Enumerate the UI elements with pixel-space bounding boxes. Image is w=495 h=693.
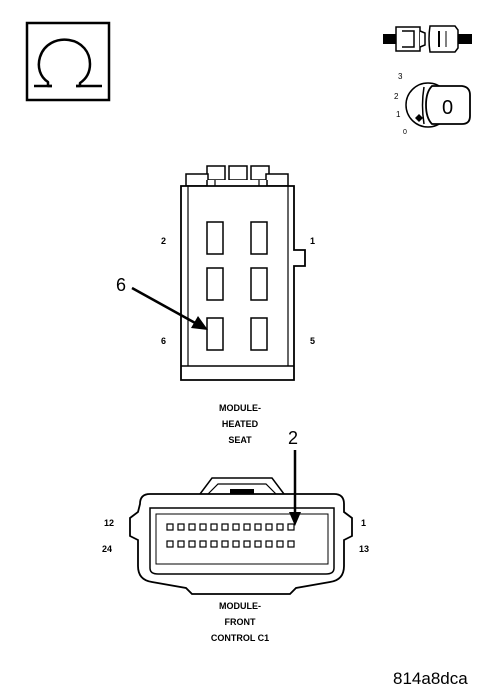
figure-id: 814a8dca [393, 669, 468, 688]
pin-cavity [250, 267, 268, 301]
pin-cavity [276, 523, 284, 531]
pin-label-13: 13 [359, 544, 369, 554]
pin-cavity [243, 540, 251, 548]
pin-cavity [250, 317, 268, 351]
pin-cavity [265, 540, 273, 548]
connector-caption-line3: CONTROL C1 [211, 633, 269, 643]
front-control-connector: 12 1 24 13 2 MODULE- FRONT CONTROL C1 [102, 428, 369, 643]
pin-label-5: 5 [310, 336, 315, 346]
ignition-position-2: 2 [394, 92, 399, 101]
pin-cavity [177, 540, 185, 548]
pin-cavity [232, 540, 240, 548]
connector-caption-line1: MODULE- [219, 601, 261, 611]
connector-caption-line3: SEAT [228, 435, 252, 445]
pin-cavity [276, 540, 284, 548]
pin-label-24: 24 [102, 544, 112, 554]
pin-cavity [254, 523, 262, 531]
pin-cavity [232, 523, 240, 531]
pin-cavity [265, 523, 273, 531]
ignition-position-3: 3 [398, 72, 403, 81]
pin-label-6: 6 [161, 336, 166, 346]
pin-cavity [243, 523, 251, 531]
ignition-position-1: 1 [396, 110, 401, 119]
pin-cavity [254, 540, 262, 548]
pin-cavity [199, 523, 207, 531]
ignition-key-off-icon: 0 3 2 1 0 [394, 72, 471, 136]
pin-cavity [166, 523, 174, 531]
callout-pin-6: 6 [116, 275, 126, 295]
pin-cavity [221, 523, 229, 531]
pin-label-2: 2 [161, 236, 166, 246]
pin-cavity [177, 523, 185, 531]
ignition-key-position: 0 [442, 97, 453, 119]
connector-caption-line1: MODULE- [219, 403, 261, 413]
ignition-position-0: 0 [403, 129, 407, 136]
pin-label-1: 1 [310, 236, 315, 246]
callout-pin-2: 2 [288, 428, 298, 448]
pin-cavity [206, 267, 224, 301]
pin-cavity [188, 540, 196, 548]
pin-cavity [250, 221, 268, 255]
connector-caption-line2: HEATED [222, 419, 259, 429]
pin-cavity [199, 540, 207, 548]
pin-cavity [206, 221, 224, 255]
pin-cavity [287, 523, 295, 531]
pin-label-12: 12 [104, 518, 114, 528]
pin-label-1: 1 [361, 518, 366, 528]
connector-caption-line2: FRONT [225, 617, 256, 627]
pin-cavity [206, 317, 224, 351]
pin-cavity [188, 523, 196, 531]
disconnect-connector-icon [383, 25, 472, 53]
pin-cavity [287, 540, 295, 548]
heated-seat-connector: 2 1 6 5 6 MODULE- HEATED SEAT [116, 165, 315, 445]
pin-cavity [166, 540, 174, 548]
pin-cavity [210, 523, 218, 531]
ohmmeter-symbol-icon [25, 21, 111, 102]
pin-grid [166, 523, 295, 548]
pin-cavity [210, 540, 218, 548]
pin-cavity [221, 540, 229, 548]
